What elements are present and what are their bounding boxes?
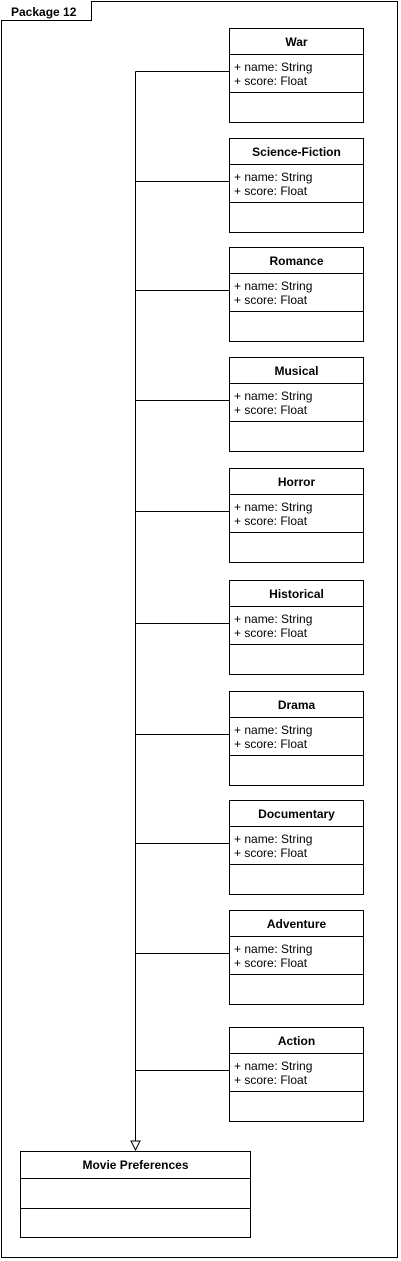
attribute: + name: String bbox=[234, 942, 313, 956]
class-operations bbox=[230, 533, 363, 561]
class-operations bbox=[230, 203, 363, 231]
attribute: + name: String bbox=[234, 279, 313, 293]
attribute: + score: Float bbox=[234, 514, 308, 528]
class-operations bbox=[230, 865, 363, 893]
class-operations bbox=[230, 1092, 363, 1120]
class-name: Drama bbox=[230, 692, 363, 718]
class-attributes: + name: String + score: Float bbox=[230, 165, 363, 203]
class-name: Science-Fiction bbox=[230, 139, 363, 165]
class-name: Movie Preferences bbox=[21, 1152, 250, 1179]
attribute: + score: Float bbox=[234, 956, 308, 970]
class-operations bbox=[230, 422, 363, 450]
package-label: Package 12 bbox=[11, 5, 77, 19]
attribute: + score: Float bbox=[234, 293, 308, 307]
class-romance[interactable]: Romance + name: String + score: Float bbox=[229, 247, 364, 342]
class-attributes: + name: String + score: Float bbox=[230, 607, 363, 645]
attribute: + name: String bbox=[234, 1059, 313, 1073]
attribute: + score: Float bbox=[234, 184, 308, 198]
class-name: War bbox=[230, 29, 363, 55]
class-attributes: + name: String + score: Float bbox=[230, 384, 363, 422]
attribute: + name: String bbox=[234, 612, 313, 626]
class-name: Adventure bbox=[230, 911, 363, 937]
class-operations bbox=[230, 756, 363, 784]
class-action[interactable]: Action + name: String + score: Float bbox=[229, 1027, 364, 1122]
class-documentary[interactable]: Documentary + name: String + score: Floa… bbox=[229, 800, 364, 895]
attribute: + score: Float bbox=[234, 74, 308, 88]
class-name: Horror bbox=[230, 469, 363, 495]
class-attributes: + name: String + score: Float bbox=[230, 827, 363, 865]
class-movie-preferences[interactable]: Movie Preferences bbox=[20, 1151, 251, 1238]
class-attributes: + name: String + score: Float bbox=[230, 937, 363, 975]
generalization-arrowhead bbox=[130, 1140, 141, 1152]
attribute: + name: String bbox=[234, 60, 313, 74]
class-name: Action bbox=[230, 1028, 363, 1054]
class-drama[interactable]: Drama + name: String + score: Float bbox=[229, 691, 364, 786]
package-tab: Package 12 bbox=[1, 1, 92, 21]
attribute: + score: Float bbox=[234, 846, 308, 860]
attribute: + name: String bbox=[234, 500, 313, 514]
class-attributes: + name: String + score: Float bbox=[230, 55, 363, 93]
attribute: + score: Float bbox=[234, 737, 308, 751]
class-name: Historical bbox=[230, 581, 363, 607]
attribute: + score: Float bbox=[234, 403, 308, 417]
attribute: + name: String bbox=[234, 389, 313, 403]
attribute: + name: String bbox=[234, 723, 313, 737]
class-musical[interactable]: Musical + name: String + score: Float bbox=[229, 357, 364, 452]
class-operations bbox=[230, 975, 363, 1003]
class-name: Documentary bbox=[230, 801, 363, 827]
class-name: Romance bbox=[230, 248, 363, 274]
class-war[interactable]: War + name: String + score: Float bbox=[229, 28, 364, 123]
class-horror[interactable]: Horror + name: String + score: Float bbox=[229, 468, 364, 563]
class-operations bbox=[230, 93, 363, 121]
class-attributes: + name: String + score: Float bbox=[230, 1054, 363, 1092]
class-name: Musical bbox=[230, 358, 363, 384]
class-science-fiction[interactable]: Science-Fiction + name: String + score: … bbox=[229, 138, 364, 233]
attribute: + score: Float bbox=[234, 1073, 308, 1087]
class-attributes: + name: String + score: Float bbox=[230, 718, 363, 756]
attribute: + name: String bbox=[234, 170, 313, 184]
class-operations bbox=[21, 1209, 250, 1237]
attribute: + score: Float bbox=[234, 626, 308, 640]
class-operations bbox=[230, 312, 363, 340]
class-attributes: + name: String + score: Float bbox=[230, 495, 363, 533]
class-attributes: + name: String + score: Float bbox=[230, 274, 363, 312]
class-attributes bbox=[21, 1179, 250, 1209]
class-historical[interactable]: Historical + name: String + score: Float bbox=[229, 580, 364, 675]
attribute: + name: String bbox=[234, 832, 313, 846]
class-operations bbox=[230, 645, 363, 673]
class-adventure[interactable]: Adventure + name: String + score: Float bbox=[229, 910, 364, 1005]
